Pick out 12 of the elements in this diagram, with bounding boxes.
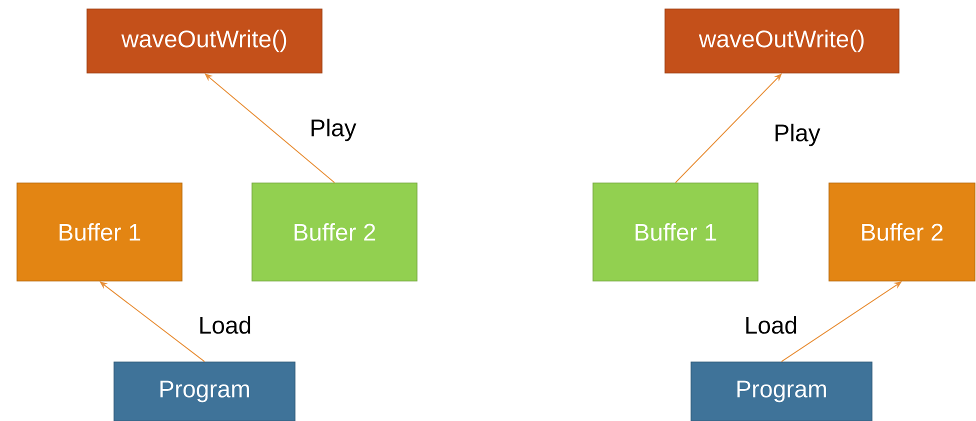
edge-label: Play [772,122,822,148]
edge-label: Play [308,117,358,143]
buffer-box: Buffer 2 [828,182,976,282]
buffer-box: Buffer 1 [16,182,182,282]
edge-label: Load [196,314,254,336]
program-box: Program [690,362,872,421]
function-box: waveOutWrite() [664,8,900,74]
function-box: waveOutWrite() [86,8,322,74]
buffer-box: Buffer 2 [252,182,418,282]
program-box: Program [114,362,296,421]
edge-label: Load [742,314,800,336]
buffer-box: Buffer 1 [592,182,758,282]
